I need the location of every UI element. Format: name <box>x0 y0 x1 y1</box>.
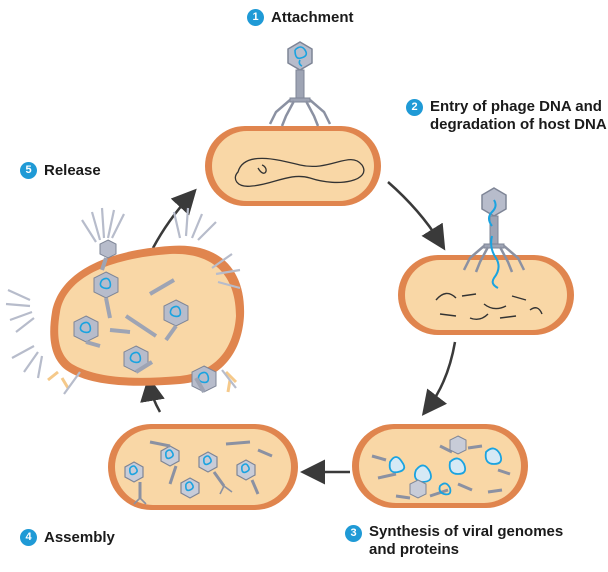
step-label: Attachment <box>271 9 354 27</box>
cell-entry <box>398 188 574 335</box>
step-number-badge: 5 <box>20 162 37 179</box>
cycle-arrow <box>388 182 440 242</box>
bacteriophage-icon <box>270 42 330 126</box>
step-label: Assembly <box>44 529 115 547</box>
step-number-badge: 4 <box>20 529 37 546</box>
cycle-arrow <box>153 196 190 248</box>
step-number-badge: 1 <box>247 9 264 26</box>
cell-synthesis <box>352 424 528 508</box>
step-label: Entry of phage DNA and degradation of ho… <box>430 98 608 134</box>
cycle-arrow <box>150 386 160 412</box>
step-label: Synthesis of viral genomes and proteins <box>369 523 569 559</box>
step-label: Release <box>44 162 101 180</box>
cell-release <box>6 208 244 394</box>
cell-attachment <box>205 42 381 206</box>
cell-assembly <box>108 424 298 510</box>
step-number-badge: 3 <box>345 525 362 542</box>
step-number-badge: 2 <box>406 99 423 116</box>
cycle-arrow <box>428 342 455 408</box>
